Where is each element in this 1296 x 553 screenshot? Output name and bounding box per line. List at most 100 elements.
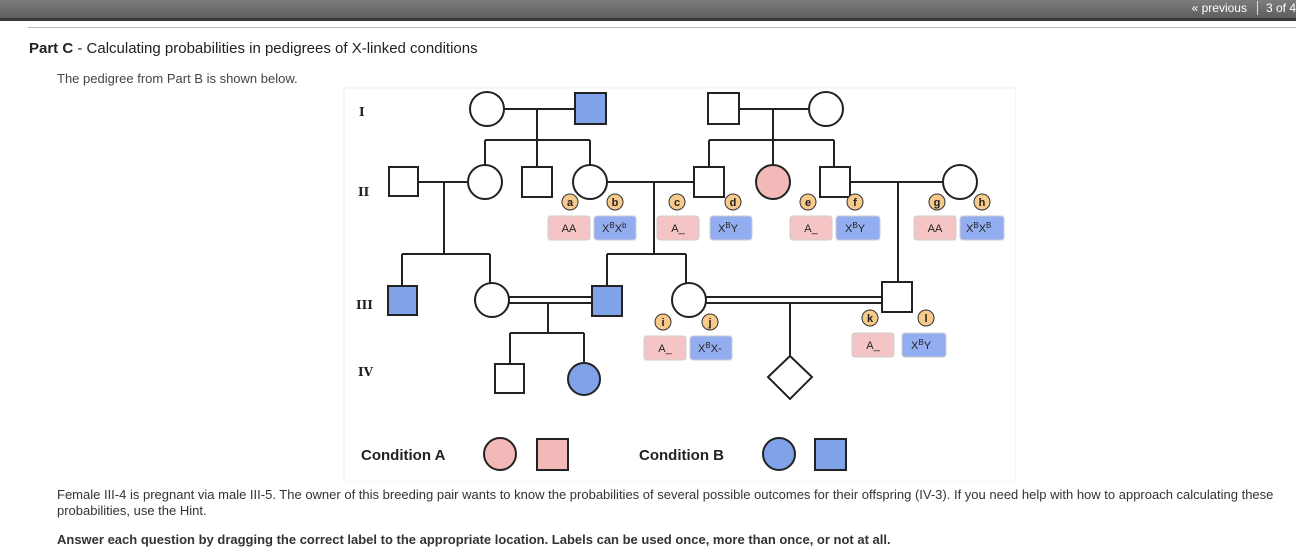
female-ii-2 (467, 164, 503, 200)
label-b: b XBXb (593, 193, 637, 241)
part-label: Part C (29, 40, 74, 57)
gen-label-ii: II (358, 185, 370, 199)
genotype-box-d[interactable] (709, 215, 753, 241)
pedigree-svg: I II III IV (343, 87, 1016, 482)
legend-b-male-icon (814, 438, 847, 471)
section-divider (28, 27, 1296, 28)
intro-text: The pedigree from Part B is shown below. (57, 71, 298, 86)
letter-l: l (924, 313, 927, 325)
genotype-h: XBXB (966, 221, 991, 235)
letter-k: k (867, 313, 874, 325)
letter-badge-l (917, 309, 935, 327)
pedigree-individuals (387, 91, 978, 401)
genotype-box-j[interactable] (689, 335, 733, 361)
letter-badge-i (654, 313, 672, 331)
label-f: f XBY (835, 193, 881, 241)
label-h: h XBXB (959, 193, 1005, 241)
letter-badge-c (668, 193, 686, 211)
letter-badge-e (799, 193, 817, 211)
genotype-box-a[interactable] (547, 215, 591, 241)
letter-b: b (612, 197, 619, 209)
letter-e: e (805, 197, 811, 209)
letter-d: d (730, 197, 737, 209)
female-iii-2 (474, 282, 510, 318)
unknown-iv-3 (766, 354, 814, 401)
letter-badge-a (561, 193, 579, 211)
part-title: Part C - Calculating probabilities in pe… (29, 40, 478, 57)
female-iii-4 (671, 282, 707, 318)
genotype-i: A_ (658, 343, 672, 355)
male-iv-1 (494, 363, 525, 394)
female-i-1 (469, 91, 505, 127)
letter-badge-h (973, 193, 991, 211)
letter-f: f (853, 197, 857, 209)
letter-h: h (979, 197, 986, 209)
question-text: Female III-4 is pregnant via male III-5.… (57, 487, 1274, 518)
label-j: j XBX- (689, 313, 733, 361)
genotype-g: AA (928, 223, 943, 235)
genotype-j: XBX- (698, 341, 722, 355)
pagination-separator (1256, 1, 1258, 15)
top-bar-divider (0, 18, 1296, 21)
genotype-box-h[interactable] (959, 215, 1005, 241)
gen-label-iii: III (356, 298, 373, 312)
male-ii-3 (521, 166, 553, 198)
female-i-4 (808, 91, 844, 127)
label-l: l XBY (901, 309, 947, 358)
letter-i: i (661, 317, 664, 329)
genotype-box-e[interactable] (789, 215, 833, 241)
page-count: 3 of 4 (1265, 1, 1296, 15)
male-ii-7 (819, 166, 851, 198)
legend-a-female-icon (483, 437, 517, 471)
male-iii-5 (881, 281, 913, 313)
genotype-box-c[interactable] (656, 215, 700, 241)
label-c: c A_ (656, 193, 700, 241)
genotype-box-f[interactable] (835, 215, 881, 241)
label-e: e A_ (789, 193, 833, 241)
male-iii-1 (387, 285, 418, 316)
genotype-box-b[interactable] (593, 215, 637, 241)
letter-c: c (674, 197, 680, 209)
genotype-box-l[interactable] (901, 332, 947, 358)
genotype-box-k[interactable] (851, 332, 895, 358)
letter-badge-k (861, 309, 879, 327)
previous-link[interactable]: « previous (1191, 1, 1247, 15)
part-dash: - (73, 40, 87, 57)
female-ii-8 (942, 164, 978, 200)
instruction-text: Answer each question by dragging the cor… (57, 532, 891, 547)
label-k: k A_ (851, 309, 895, 358)
letter-badge-b (606, 193, 624, 211)
genotype-f: XBY (845, 221, 866, 235)
pedigree-lines (401, 108, 944, 363)
male-ii-1 (388, 166, 419, 197)
female-ii-4 (572, 164, 608, 200)
genotype-d: XBY (718, 221, 739, 235)
genotype-l: XBY (911, 338, 932, 352)
label-a: a AA (547, 193, 591, 241)
male-i-3 (707, 92, 740, 125)
legend-a-male-icon (536, 438, 569, 471)
genotype-k: A_ (866, 340, 880, 352)
female-iv-2 (567, 362, 601, 396)
female-ii-6 (755, 164, 791, 200)
letter-badge-f (846, 193, 864, 211)
gen-label-iv: IV (358, 365, 374, 379)
letter-a: a (567, 197, 574, 209)
legend-condition-a: Condition A (361, 447, 446, 464)
label-d: d XBY (709, 193, 753, 241)
male-i-2 (574, 92, 607, 125)
gen-label-i: I (359, 105, 365, 119)
part-title-text: Calculating probabilities in pedigrees o… (86, 40, 478, 57)
genotype-box-i[interactable] (643, 335, 687, 361)
letter-j: j (707, 317, 711, 329)
male-ii-5 (693, 166, 725, 198)
letter-badge-d (724, 193, 742, 211)
pagination: « previous 3 of 4 (1192, 0, 1296, 16)
letter-badge-j (701, 313, 719, 331)
label-i: i A_ (643, 313, 687, 361)
genotype-box-g[interactable] (913, 215, 957, 241)
genotype-a: AA (562, 223, 577, 235)
genotype-e: A_ (804, 223, 818, 235)
genotype-c: A_ (671, 223, 685, 235)
top-bar (0, 0, 1296, 18)
